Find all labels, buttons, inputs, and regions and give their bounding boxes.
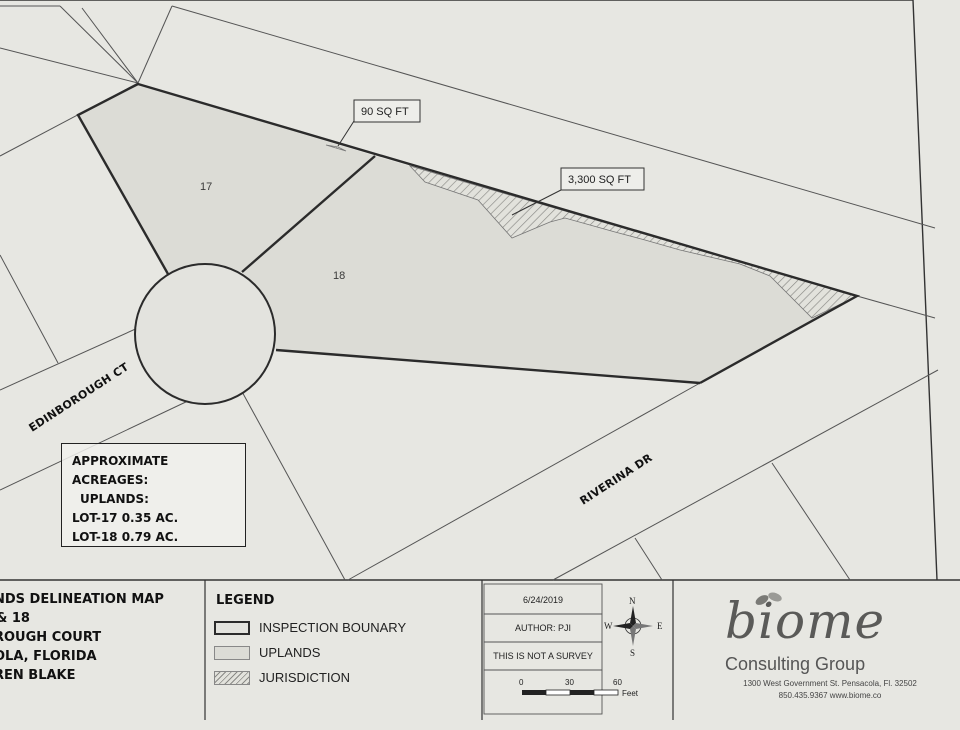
legend-label-boundary: INSPECTION BOUNARY <box>259 620 407 635</box>
callout-area-large: 3,300 SQ FT <box>568 174 631 186</box>
legend: LEGEND INSPECTION BOUNARY UPLANDS JURISD… <box>206 580 481 720</box>
lot-17-label: 17 <box>200 181 212 193</box>
title-line-1: NDS DELINEATION MAP <box>0 592 164 607</box>
scale-tick-30: 30 <box>565 678 574 687</box>
scale-tick-0: 0 <box>519 678 524 687</box>
survey-disclaimer: THIS IS NOT A SURVEY <box>493 651 593 661</box>
acreage-lot-17: LOT-17 0.35 AC. <box>72 511 179 525</box>
inspection-boundary <box>76 82 861 385</box>
lot-18-label: 18 <box>333 270 345 282</box>
acreage-lot-18: LOT-18 0.79 AC. <box>72 530 179 544</box>
legend-label-uplands: UPLANDS <box>259 645 321 660</box>
north-arrow-s: S <box>630 648 635 658</box>
acreage-heading: APPROXIMATE ACREAGES: <box>72 454 169 487</box>
info-cells: 6/24/2019 AUTHOR: PJI THIS IS NOT A SURV… <box>484 580 602 720</box>
map-author: AUTHOR: PJI <box>514 623 571 633</box>
map-title-block: NDS DELINEATION MAP & 18 ROUGH COURT OLA… <box>0 580 205 730</box>
boundary-swatch <box>214 621 250 635</box>
cul-de-sac <box>134 263 276 405</box>
legend-heading: LEGEND <box>216 593 275 608</box>
scale-unit: Feet <box>622 689 639 698</box>
callout-box-small <box>353 99 421 123</box>
legend-label-jurisdiction: JURISDICTION <box>259 670 350 685</box>
north-arrow-w: W <box>604 621 613 631</box>
scale-tick-60: 60 <box>613 678 622 687</box>
title-line-2: & 18 <box>0 611 30 626</box>
title-line-4: OLA, FLORIDA <box>0 649 97 664</box>
map-frame <box>0 0 938 581</box>
jurisdiction-swatch <box>214 671 250 685</box>
north-arrow-icon <box>613 606 653 646</box>
acreage-box: APPROXIMATE ACREAGES: UPLANDS: LOT-17 0.… <box>61 443 246 547</box>
leaf-icon <box>755 592 782 605</box>
title-line-3: ROUGH COURT <box>0 630 102 645</box>
lot-17-uplands <box>78 84 375 272</box>
uplands-swatch <box>214 646 250 660</box>
map-date: 6/24/2019 <box>522 595 564 605</box>
callout-leader-small <box>337 120 355 147</box>
logo-address-block: 1300 West Government St. Pensacola, Fl. … <box>730 678 930 702</box>
acreage-uplands-label: UPLANDS: <box>80 492 149 506</box>
title-block-dividers <box>204 580 674 720</box>
logo-address: 1300 West Government St. Pensacola, Fl. … <box>743 679 917 688</box>
title-line-5: REN BLAKE <box>0 668 76 683</box>
callout-leader-large <box>511 189 562 216</box>
north-arrow-n: N <box>629 596 636 606</box>
jurisdiction-area-large <box>408 165 859 319</box>
company-logo: biome Consulting Group 1300 West Governm… <box>675 580 960 720</box>
scale-bar <box>522 689 619 696</box>
callout-area-small: 90 SQ FT <box>361 106 409 118</box>
north-arrow-e: E <box>657 621 663 631</box>
logo-wordmark: biome <box>725 592 886 650</box>
jurisdiction-area-small <box>325 144 347 152</box>
logo-subtitle: Consulting Group <box>725 654 866 674</box>
lot-18-uplands <box>242 156 857 383</box>
logo-contact: 850.435.9367 www.biome.co <box>778 691 882 700</box>
callout-box-large <box>560 167 645 191</box>
